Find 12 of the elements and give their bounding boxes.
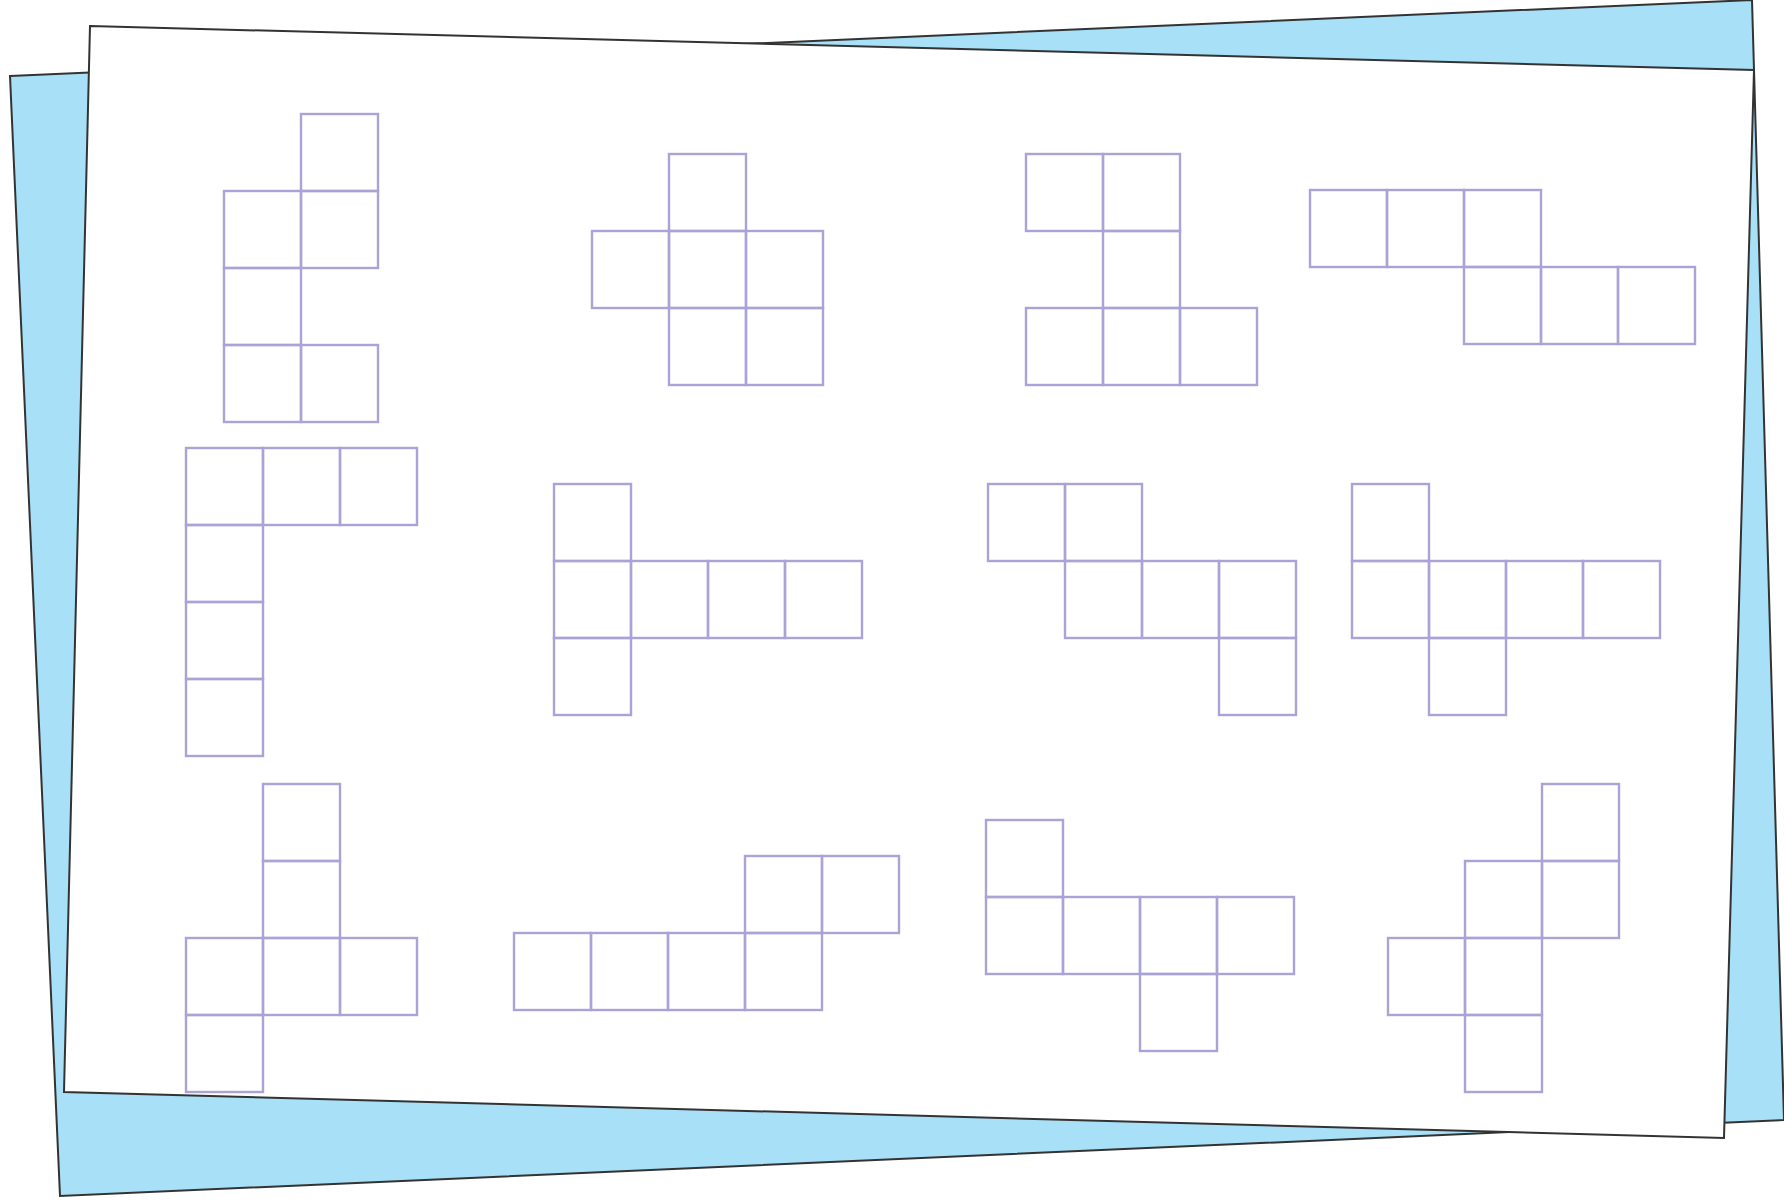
cube-net-drawing xyxy=(984,818,1296,1053)
cube-net-drawing xyxy=(552,482,864,717)
cube-net-drawing xyxy=(222,112,380,424)
cube-net-drawing xyxy=(512,854,901,1012)
cube-net-drawing xyxy=(1350,482,1662,717)
cube-net-drawing xyxy=(590,152,825,387)
cube-net-drawing xyxy=(1386,782,1621,1094)
cube-net-drawing xyxy=(1308,188,1697,346)
cube-net-drawing xyxy=(184,782,419,1094)
cube-net-drawing xyxy=(1024,152,1259,387)
cube-net-drawing xyxy=(986,482,1298,717)
cube-net-drawing xyxy=(184,446,419,758)
